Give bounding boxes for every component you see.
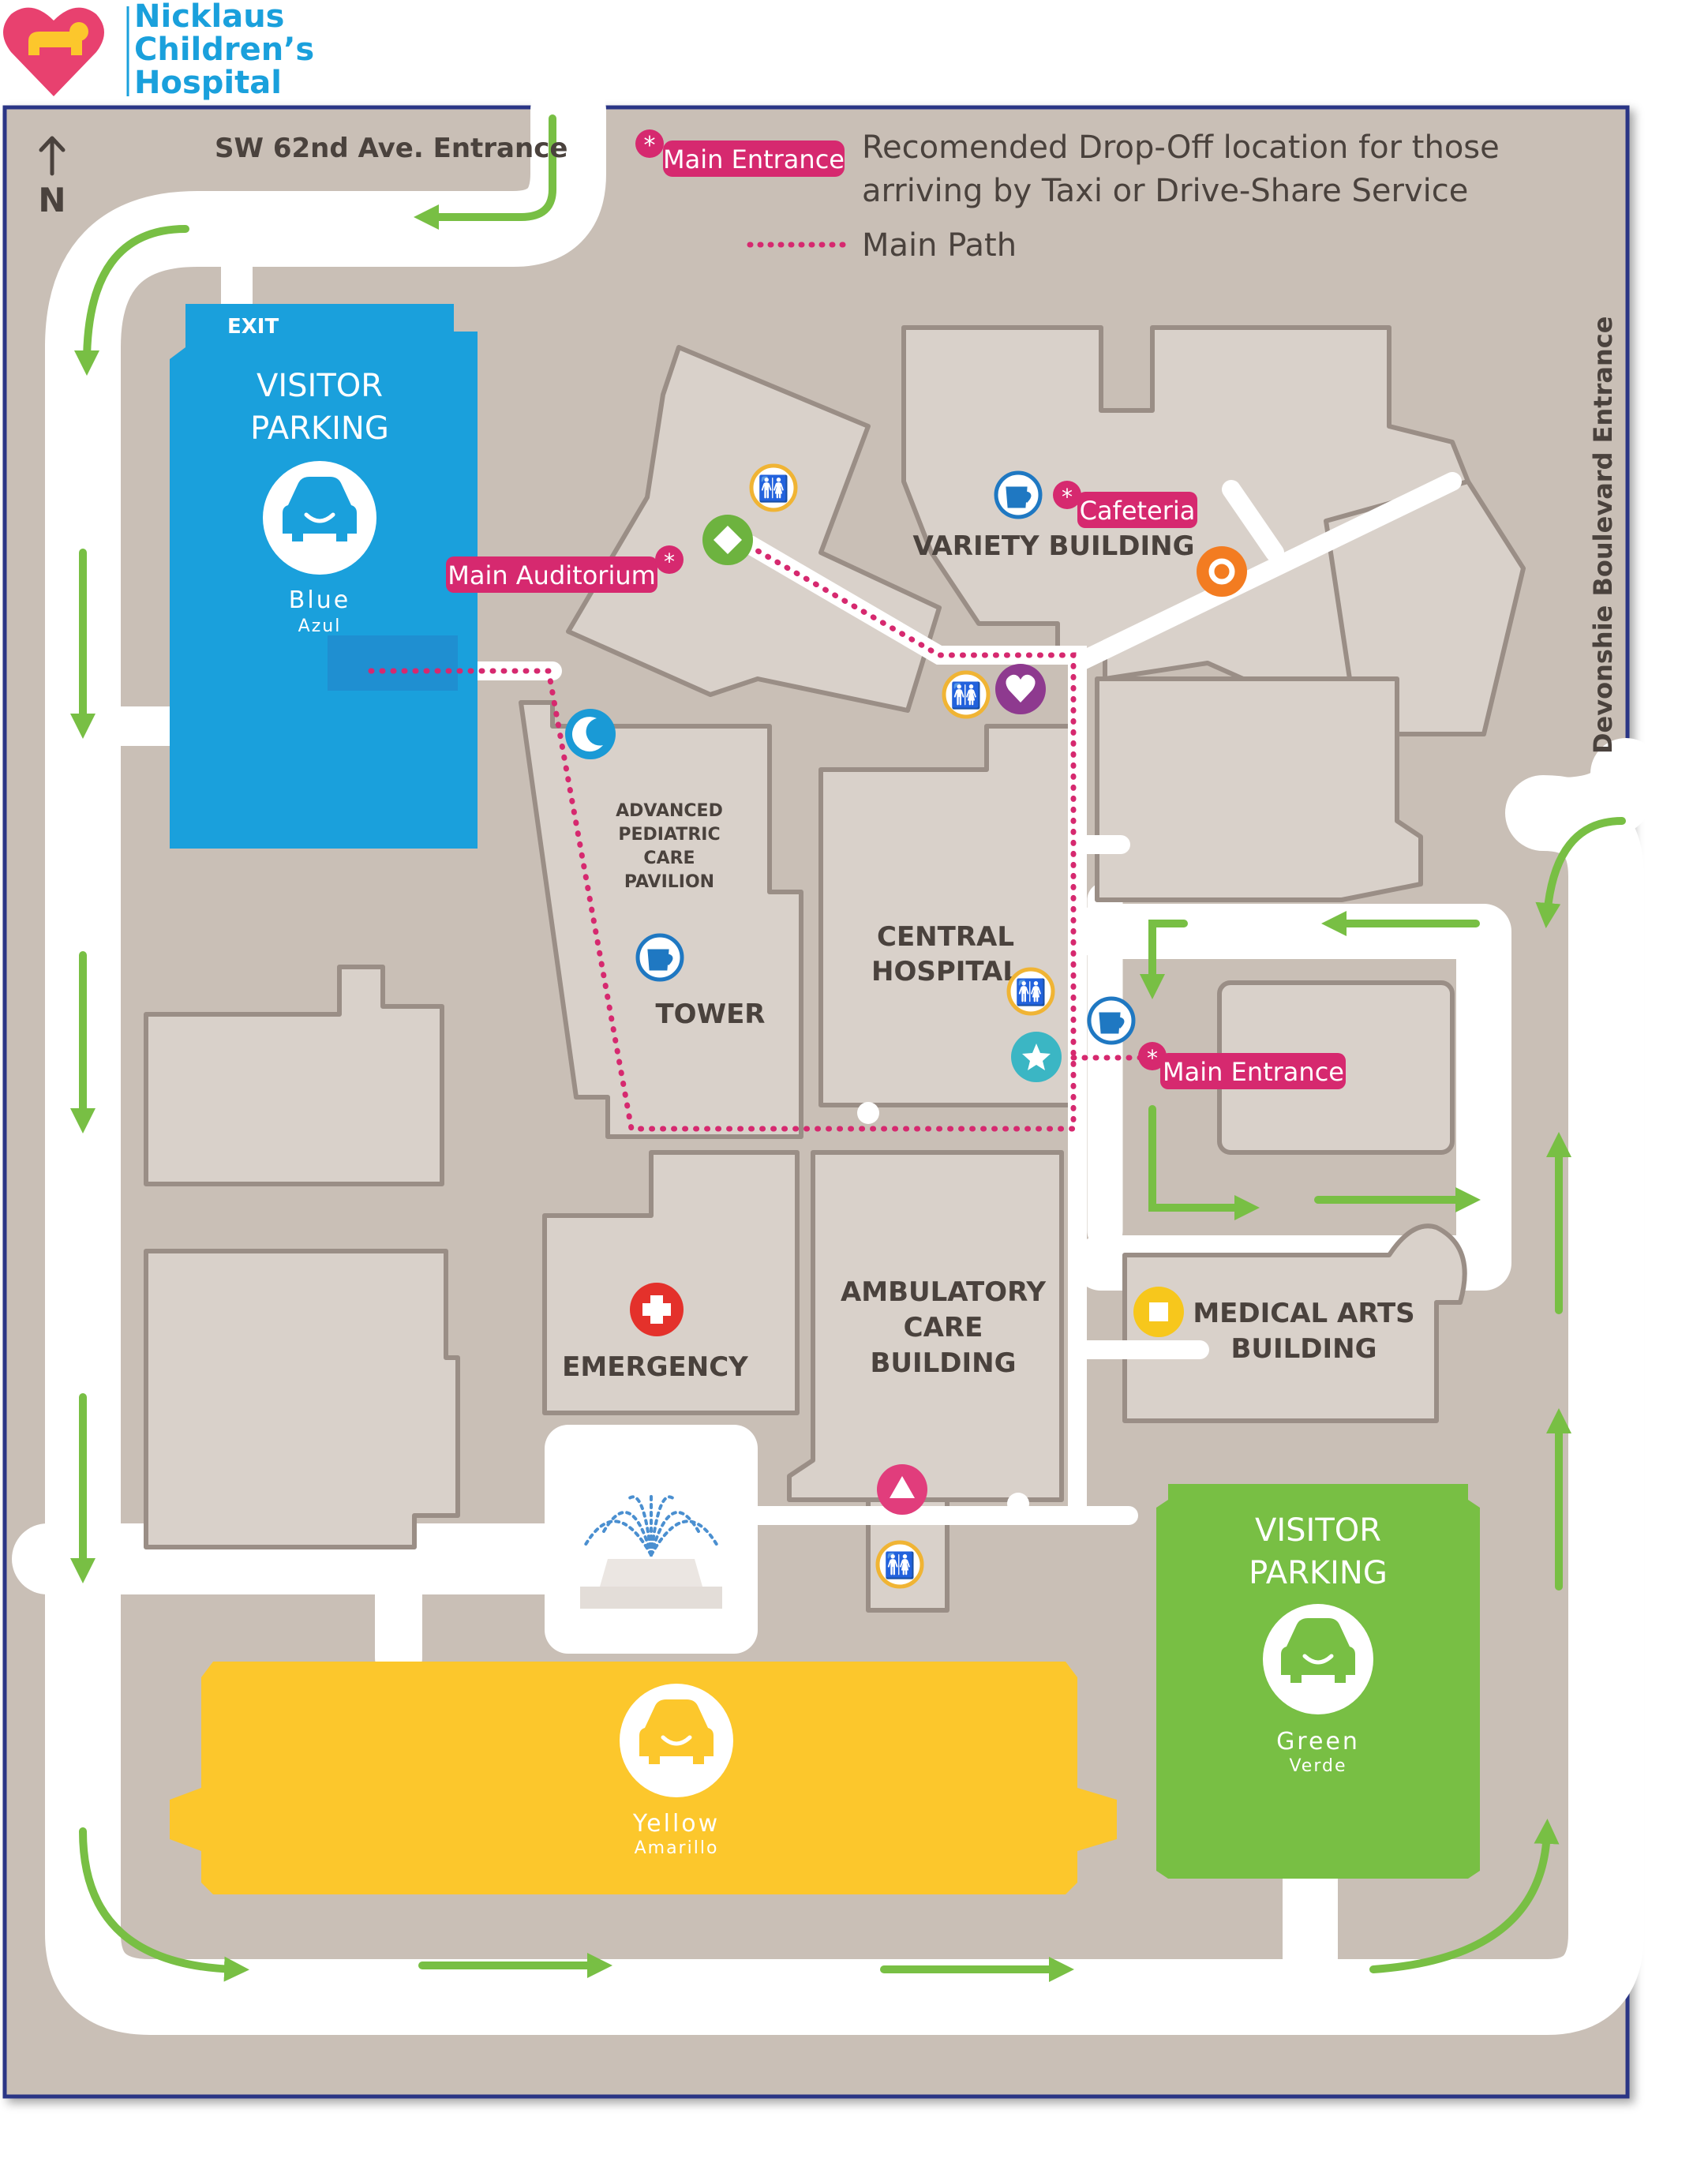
green-lot-title-2: PARKING xyxy=(1249,1555,1388,1591)
logo-line-3: Hospital xyxy=(134,65,282,101)
green-parking-lot[interactable]: VISITOR PARKING Green Verde xyxy=(1156,1484,1480,1879)
blue-lot-title-2: PARKING xyxy=(250,410,389,447)
ambulatory-label-2: CARE xyxy=(904,1312,983,1343)
apcp-label-1: ADVANCED xyxy=(616,801,723,821)
central-hospital-label-2: HOSPITAL xyxy=(871,956,1020,987)
tag-main-entrance-label: Main Entrance xyxy=(1163,1057,1344,1087)
north-label: N xyxy=(38,181,66,219)
car-icon xyxy=(1281,1618,1355,1683)
circle-icon[interactable] xyxy=(1197,546,1247,597)
yellow-lot-name-es: Amarillo xyxy=(635,1838,719,1858)
legend-dropoff-line-2: arriving by Taxi or Drive-Share Service xyxy=(862,173,1468,209)
tag-main-entrance[interactable]: * Main Entrance xyxy=(1138,1042,1346,1089)
green-lot-name-es: Verde xyxy=(1289,1756,1347,1776)
green-lot-name: Green xyxy=(1276,1728,1360,1755)
svg-text:🚻: 🚻 xyxy=(1015,977,1047,1007)
restroom-icon[interactable]: 🚻 xyxy=(749,463,798,512)
legend-dropoff-line-1: Recomended Drop-Off location for those xyxy=(862,129,1500,166)
emergency-label: EMERGENCY xyxy=(562,1351,748,1383)
apcp-label-4: PAVILION xyxy=(624,872,714,892)
heart-bear-logo xyxy=(3,7,104,97)
coffee-cup-icon[interactable] xyxy=(635,933,684,982)
traffic-arrows xyxy=(69,114,1626,1983)
legend-path-label: Main Path xyxy=(862,227,1017,264)
heart-icon[interactable] xyxy=(995,664,1046,714)
apcp-label-3: CARE xyxy=(643,849,695,868)
restroom-icon[interactable]: 🚻 xyxy=(1006,967,1055,1016)
east-entrance-label: Devonshie Boulevard Entrance xyxy=(1588,317,1618,754)
restroom-icon[interactable]: 🚻 xyxy=(942,670,991,719)
medical-arts-label-2: BUILDING xyxy=(1230,1333,1377,1365)
svg-text:*: * xyxy=(1147,1045,1158,1071)
hospital-logo: Nicklaus Children’s Hospital xyxy=(3,0,314,101)
building-footprints xyxy=(144,325,1526,1613)
svg-text:*: * xyxy=(1062,484,1073,510)
tag-main-auditorium[interactable]: * Main Auditorium xyxy=(446,545,684,593)
tag-main-auditorium-label: Main Auditorium xyxy=(448,560,656,590)
restroom-icon[interactable]: 🚻 xyxy=(875,1540,924,1589)
emergency-cross-icon[interactable] xyxy=(630,1283,684,1336)
north-arrow-icon: N xyxy=(38,136,66,219)
star-icon[interactable] xyxy=(1011,1032,1062,1082)
coffee-cup-icon[interactable] xyxy=(1087,996,1136,1045)
variety-building-label: VARIETY BUILDING xyxy=(912,530,1194,562)
central-hospital-label-1: CENTRAL xyxy=(877,921,1014,953)
yellow-lot-name: Yellow xyxy=(632,1810,720,1838)
blue-lot-name: Blue xyxy=(289,586,350,614)
svg-text:🚻: 🚻 xyxy=(950,680,982,710)
logo-line-2: Children’s xyxy=(134,32,314,68)
blue-lot-title-1: VISITOR xyxy=(257,368,383,404)
moon-icon[interactable] xyxy=(565,709,616,759)
coffee-cup-icon[interactable] xyxy=(994,470,1043,519)
car-icon xyxy=(639,1699,714,1764)
diamond-icon[interactable] xyxy=(702,515,753,565)
svg-text:🚻: 🚻 xyxy=(758,474,789,504)
medical-arts-label-1: MEDICAL ARTS xyxy=(1193,1298,1414,1329)
apcp-label-2: PEDIATRIC xyxy=(618,825,720,845)
ambulatory-label-1: AMBULATORY xyxy=(841,1276,1046,1308)
legend-dropoff-tag: Main Entrance xyxy=(663,144,845,174)
fountain-icon xyxy=(545,1425,758,1654)
west-entrance-label: SW 62nd Ave. Entrance xyxy=(215,133,567,164)
tag-cafeteria[interactable]: * Cafeteria xyxy=(1053,481,1197,528)
svg-text:🚻: 🚻 xyxy=(884,1550,916,1580)
square-icon[interactable] xyxy=(1133,1287,1184,1337)
legend: * Main Entrance Recomended Drop-Off loca… xyxy=(635,129,1500,264)
building-labels: VARIETY BUILDING ADVANCED PEDIATRIC CARE… xyxy=(562,530,1415,1383)
ambulatory-label-3: BUILDING xyxy=(870,1347,1016,1379)
svg-text:*: * xyxy=(664,549,675,575)
blue-lot-name-es: Azul xyxy=(298,616,342,636)
tower-label: TOWER xyxy=(655,999,765,1030)
triangle-icon[interactable] xyxy=(877,1464,927,1515)
logo-line-1: Nicklaus xyxy=(134,0,285,35)
yellow-parking-lot[interactable]: Yellow Amarillo xyxy=(170,1662,1117,1894)
blue-lot-exit: EXIT xyxy=(227,315,279,339)
blue-parking-lot[interactable]: EXIT VISITOR PARKING Blue Azul xyxy=(170,304,478,849)
tag-cafeteria-label: Cafeteria xyxy=(1080,496,1196,526)
svg-text:*: * xyxy=(644,132,656,159)
green-lot-title-1: VISITOR xyxy=(1255,1512,1381,1549)
car-icon xyxy=(283,477,357,541)
